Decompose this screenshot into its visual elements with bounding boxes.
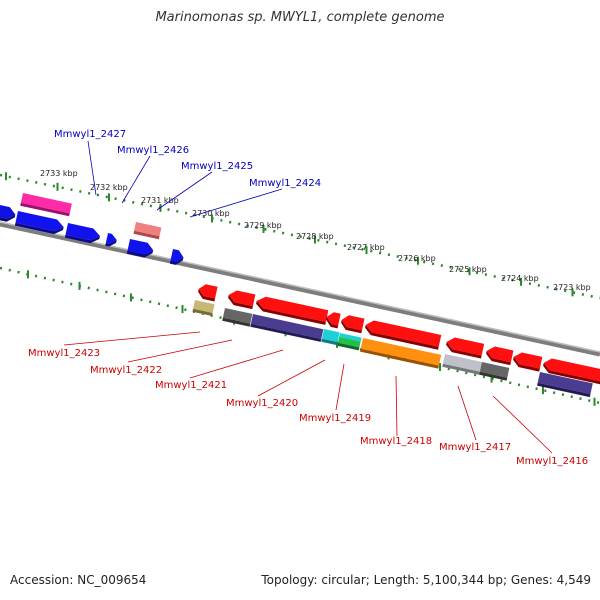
- gene-2427-arrow[interactable]: [15, 211, 64, 233]
- gene-label-2424[interactable]: Mmwyl1_2424: [249, 178, 321, 189]
- gene-label-2417[interactable]: Mmwyl1_2417: [439, 442, 511, 453]
- pink-feature[interactable]: [20, 193, 72, 214]
- gene-red-arrow-b[interactable]: [255, 295, 329, 322]
- forward-strand: [0, 203, 184, 265]
- gene-label-2425[interactable]: Mmwyl1_2425: [181, 161, 253, 172]
- gene-red-arrow-f[interactable]: [445, 336, 485, 356]
- gene-label-2427[interactable]: Mmwyl1_2427: [54, 129, 126, 140]
- gene-2424-arrow[interactable]: [127, 239, 154, 256]
- gene-2428-arrow[interactable]: [0, 203, 17, 220]
- kbp-scale: 2733 kbp 2732 kbp 2731 kbp 2730 kbp 2729…: [40, 169, 591, 292]
- kbp-label: 2727 kbp: [347, 243, 385, 252]
- genome-backbone-highlight: [0, 221, 600, 353]
- kbp-label: 2729 kbp: [244, 221, 282, 230]
- genome-summary-text: Topology: circular; Length: 5,100,344 bp…: [261, 573, 591, 587]
- accession-text: Accession: NC_009654: [10, 573, 147, 587]
- gene-label-2423[interactable]: Mmwyl1_2423: [28, 348, 100, 359]
- kbp-label: 2724 kbp: [501, 274, 539, 283]
- gene-label-2420[interactable]: Mmwyl1_2420: [226, 398, 298, 409]
- reverse-strand-outer: [192, 300, 593, 398]
- gene-red-arrow-g[interactable]: [485, 345, 514, 363]
- map-title: Marinomonas sp. MWYL1, complete genome: [155, 10, 445, 25]
- light-grey-feature[interactable]: [442, 354, 483, 372]
- indigo-feature[interactable]: [250, 314, 324, 339]
- gene-red-small-arrow[interactable]: [197, 283, 218, 299]
- kbp-label: 2730 kbp: [192, 209, 230, 218]
- gene-red-arrow-a[interactable]: [227, 289, 256, 307]
- salmon-feature[interactable]: [134, 222, 162, 237]
- gene-2425-arrow[interactable]: [105, 233, 118, 245]
- outer-forward-features: [20, 193, 162, 240]
- kbp-label: 2726 kbp: [398, 254, 436, 263]
- gene-red-arrow-e[interactable]: [364, 319, 442, 347]
- gene-label-2421[interactable]: Mmwyl1_2421: [155, 380, 227, 391]
- reverse-strand-inner: [197, 283, 600, 385]
- gene-2426-arrow[interactable]: [65, 223, 101, 242]
- forward-gene-labels: Mmwyl1_2427 Mmwyl1_2426 Mmwyl1_2425 Mmwy…: [54, 129, 321, 218]
- gene-label-2418[interactable]: Mmwyl1_2418: [360, 436, 432, 447]
- dark-grey-feature[interactable]: [222, 308, 253, 324]
- kbp-label: 2723 kbp: [553, 283, 591, 292]
- kbp-label: 2728 kbp: [296, 232, 334, 241]
- gene-label-2422[interactable]: Mmwyl1_2422: [90, 365, 162, 376]
- reverse-gene-labels: Mmwyl1_2423 Mmwyl1_2422 Mmwyl1_2421 Mmwy…: [28, 331, 588, 467]
- orange-feature[interactable]: [360, 338, 442, 366]
- cyan-feature[interactable]: [321, 329, 340, 343]
- gene-red-arrow-c[interactable]: [325, 311, 341, 326]
- green-feature[interactable]: [337, 336, 361, 348]
- kbp-label: 2731 kbp: [141, 196, 179, 205]
- gene-label-2416[interactable]: Mmwyl1_2416: [516, 456, 588, 467]
- kbp-label: 2732 kbp: [90, 183, 128, 192]
- indigo-feature-2[interactable]: [537, 372, 593, 395]
- gene-2423-fwd-arrow[interactable]: [170, 249, 184, 263]
- gene-red-arrow-d[interactable]: [340, 314, 365, 331]
- genome-backbone: [0, 221, 600, 357]
- gene-label-2419[interactable]: Mmwyl1_2419: [299, 413, 371, 424]
- kbp-label: 2733 kbp: [40, 169, 78, 178]
- dark-grey-feature-2[interactable]: [479, 362, 510, 378]
- gene-red-arrow-i[interactable]: [542, 357, 600, 382]
- gene-label-2426[interactable]: Mmwyl1_2426: [117, 145, 189, 156]
- upper-tick-ring: [0, 173, 600, 300]
- kbp-label: 2725 kbp: [449, 265, 487, 274]
- gene-red-arrow-h[interactable]: [512, 351, 543, 369]
- khaki-feature[interactable]: [193, 300, 215, 314]
